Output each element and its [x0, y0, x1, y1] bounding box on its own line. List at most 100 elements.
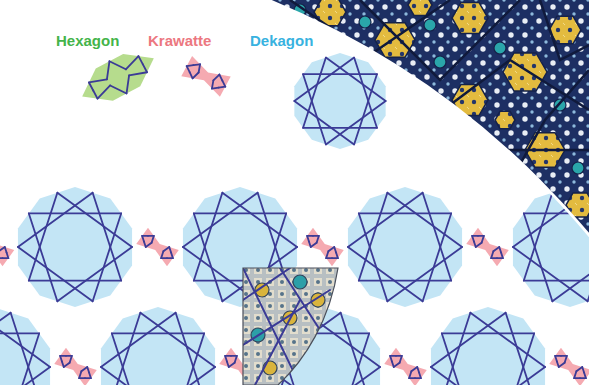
strap-line — [101, 367, 176, 385]
strap-line — [112, 333, 204, 335]
strap-line — [64, 363, 70, 367]
bowtie-tile — [0, 228, 14, 267]
strap-line — [219, 86, 226, 89]
strap-line — [326, 251, 328, 258]
strap-line — [491, 251, 493, 258]
bowtie-strap — [0, 236, 8, 258]
strap-line — [98, 85, 111, 98]
bowtie-tile — [549, 348, 589, 385]
strap-line — [127, 75, 130, 93]
strap-line — [0, 313, 11, 367]
decagon-strap — [348, 193, 462, 302]
decagon-tile — [348, 187, 462, 307]
strap-line — [348, 193, 423, 247]
strap-line — [394, 363, 400, 367]
mosaic-strap — [540, 0, 589, 60]
strap-line — [183, 193, 258, 247]
strap-line — [0, 367, 11, 385]
strap-line — [574, 371, 576, 378]
strap-line — [423, 193, 452, 281]
strap-line — [93, 193, 122, 281]
inset-tile — [293, 275, 307, 289]
teal-tile — [434, 56, 446, 68]
strap-line — [229, 363, 235, 367]
inset-photo — [240, 265, 350, 385]
strap-line — [29, 213, 121, 215]
tile-name: Dekagon — [250, 32, 313, 50]
strap-line — [212, 80, 213, 88]
strap-line — [359, 280, 451, 282]
strap-line — [199, 64, 200, 72]
strap-line — [294, 58, 354, 101]
strap-line — [161, 251, 163, 258]
yellow-tile — [452, 2, 488, 33]
strap-line — [524, 213, 553, 301]
strap-line — [359, 213, 451, 215]
strap-line — [493, 247, 499, 251]
strap-line — [93, 91, 97, 99]
strap-line — [431, 367, 506, 385]
strap-line — [81, 367, 87, 371]
strap-line — [311, 243, 317, 247]
strap-line — [303, 74, 326, 144]
mosaic-strap — [360, 0, 520, 80]
strap-line — [143, 64, 147, 72]
bowtie-strap — [307, 236, 338, 258]
decagon-tile — [0, 307, 50, 385]
yellow-tile — [495, 111, 515, 128]
strap-line — [328, 247, 334, 251]
strap-line — [411, 367, 417, 371]
strap-line — [79, 371, 81, 378]
hexagon-tile — [82, 54, 154, 101]
strap-line — [146, 243, 152, 247]
bowtie-tile — [301, 228, 344, 267]
strap-line — [359, 213, 388, 301]
strap-line — [140, 367, 215, 385]
strap-line — [110, 85, 126, 93]
strap-line — [482, 236, 484, 243]
strap-line — [470, 367, 545, 385]
decagon-strap — [294, 58, 385, 145]
tessellation — [0, 187, 589, 385]
strap-line — [565, 356, 567, 363]
strap-line — [194, 213, 286, 215]
strap-line — [70, 356, 72, 363]
strap-line — [89, 79, 107, 82]
mosaic-strap — [470, 149, 589, 152]
teal-tile — [494, 42, 506, 54]
yellow-tile — [408, 0, 432, 15]
teal-tile — [359, 16, 371, 28]
hexagon-strap — [89, 56, 147, 98]
strap-line — [0, 257, 3, 259]
inset-strap — [243, 268, 330, 385]
tile-name: Krawatte — [148, 32, 211, 50]
yellow-tile — [503, 53, 547, 91]
bowtie-strap — [472, 236, 503, 258]
strap-line — [129, 72, 147, 75]
strap-line — [317, 236, 319, 243]
mosaic-strap — [430, 60, 589, 120]
decagon-strap — [431, 313, 545, 385]
tile-name: Hexagon — [56, 32, 119, 50]
strap-line — [555, 356, 557, 362]
strap-line — [138, 56, 142, 64]
single-tiles — [82, 53, 385, 149]
decagon-tile — [101, 307, 215, 385]
strap-line — [152, 236, 154, 243]
strap-line — [258, 193, 287, 281]
inset-ground — [240, 265, 350, 385]
decagon-tile — [294, 53, 385, 149]
decagon-strap — [0, 313, 50, 385]
strap-line — [326, 101, 386, 144]
teal-tile — [572, 162, 584, 174]
strap-line — [303, 127, 377, 129]
strap-lines — [0, 193, 589, 385]
strap-line — [219, 75, 222, 81]
bowtie-strap — [390, 356, 421, 378]
strap-line — [0, 247, 5, 251]
inset-content — [240, 265, 350, 385]
